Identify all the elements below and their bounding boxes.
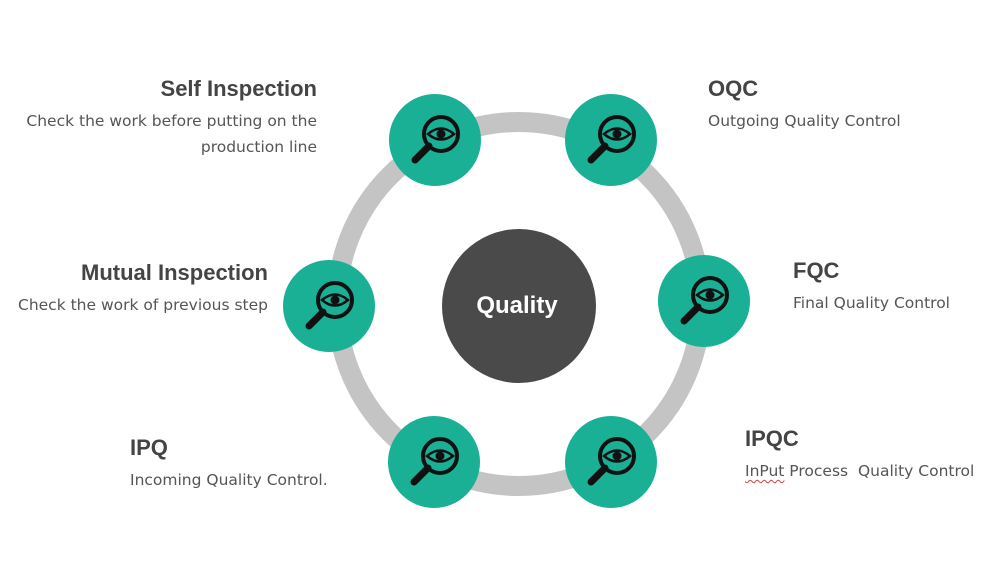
node-title: Mutual Inspection [81, 260, 268, 285]
node-desc-line: Incoming Quality Control. [130, 471, 328, 489]
node-mutual-inspection [283, 260, 375, 352]
node-desc: Final Quality Control [793, 290, 993, 316]
node-desc: Check the work before putting on the pro… [0, 108, 317, 160]
magnifier-eye-icon [680, 276, 729, 325]
node-ipqc [565, 416, 657, 508]
node-desc: Check the work of previous step [0, 292, 268, 318]
node-layer [283, 94, 750, 508]
node-fqc [658, 255, 750, 347]
node-circle [389, 94, 481, 186]
node-desc-line: Check the work of previous step [18, 296, 268, 314]
node-desc: Outgoing Quality Control [708, 108, 968, 134]
node-circle [658, 255, 750, 347]
node-circle [565, 94, 657, 186]
node-desc-line: Outgoing Quality Control [708, 112, 901, 130]
label-mutual-inspection: Mutual Inspection Check the work of prev… [0, 260, 268, 318]
node-desc-line: InPut Process Quality Control [745, 458, 995, 484]
center-circle [442, 229, 596, 383]
node-desc-prefix: InPut [745, 462, 785, 480]
magnifier-eye-icon [411, 115, 460, 164]
node-circle [283, 260, 375, 352]
magnifier-eye-icon [587, 437, 636, 486]
node-title: Self Inspection [160, 76, 317, 101]
node-ipq [388, 416, 480, 508]
node-title: IPQC [745, 426, 799, 451]
label-ipqc: IPQC InPut Process Quality Control [745, 426, 995, 484]
label-self-inspection: Self Inspection Check the work before pu… [0, 76, 317, 160]
node-desc-rest: Process Quality Control [784, 462, 975, 480]
node-oqc [565, 94, 657, 186]
label-ipq: IPQ Incoming Quality Control. [130, 435, 370, 493]
center-label: Quality [476, 292, 558, 319]
node-circle [388, 416, 480, 508]
node-circle [565, 416, 657, 508]
node-self-inspection [389, 94, 481, 186]
node-desc: InPut Process Quality Control [745, 458, 995, 484]
node-title: FQC [793, 258, 840, 283]
node-title: IPQ [130, 435, 168, 460]
node-desc-line: production line [200, 138, 317, 156]
node-desc-line: Final Quality Control [793, 294, 950, 312]
magnifier-eye-icon [587, 115, 636, 164]
node-desc: Incoming Quality Control. [130, 467, 370, 493]
node-title: OQC [708, 76, 759, 101]
label-oqc: OQC Outgoing Quality Control [708, 76, 968, 134]
magnifier-eye-icon [410, 437, 459, 486]
magnifier-eye-icon [305, 281, 354, 330]
node-desc-line: Check the work before putting on the [26, 112, 317, 130]
label-fqc: FQC Final Quality Control [793, 258, 993, 316]
